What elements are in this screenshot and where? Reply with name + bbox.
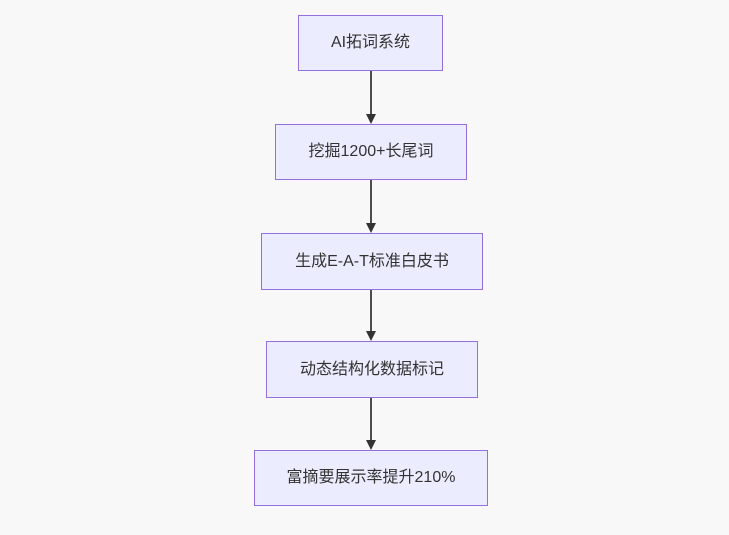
flow-node-label: 生成E-A-T标准白皮书	[295, 252, 449, 270]
flow-node-rich-snippet-result: 富摘要展示率提升210%	[254, 450, 488, 506]
arrowhead-down-icon	[366, 440, 376, 450]
arrow-shaft	[370, 71, 372, 114]
arrowhead-down-icon	[366, 331, 376, 341]
arrow-shaft	[370, 398, 372, 440]
flow-node-structured-data-markup: 动态结构化数据标记	[266, 341, 478, 398]
flow-node-ai-word-expansion: AI拓词系统	[298, 15, 443, 71]
flow-node-longtail-mining: 挖掘1200+长尾词	[275, 124, 467, 180]
flow-node-label: 动态结构化数据标记	[299, 360, 444, 378]
flow-arrow-2	[365, 180, 377, 233]
flow-node-label: AI拓词系统	[330, 34, 411, 52]
arrowhead-down-icon	[366, 114, 376, 124]
arrowhead-down-icon	[366, 223, 376, 233]
arrow-shaft	[370, 290, 372, 331]
flow-node-eat-whitepaper: 生成E-A-T标准白皮书	[261, 233, 483, 290]
flow-node-label: 富摘要展示率提升210%	[286, 469, 456, 487]
flow-arrow-4	[365, 398, 377, 450]
arrow-shaft	[370, 180, 372, 223]
flow-arrow-1	[365, 71, 377, 124]
flow-node-label: 挖掘1200+长尾词	[308, 143, 434, 161]
flow-arrow-3	[365, 290, 377, 341]
